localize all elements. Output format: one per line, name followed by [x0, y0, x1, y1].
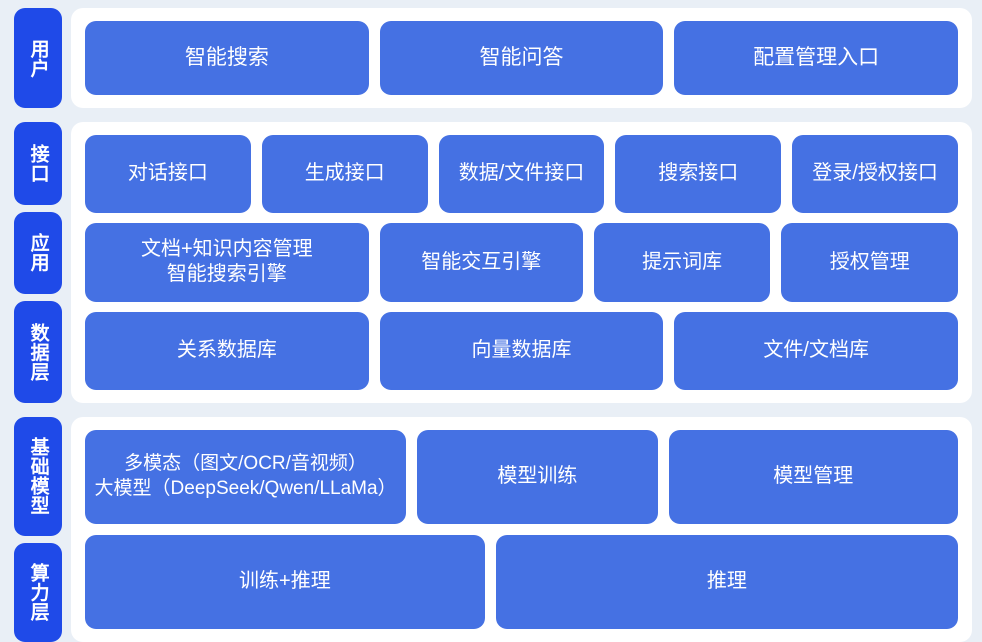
layer-tab-data[interactable]: 数据层: [14, 301, 62, 403]
tab-column-users: 用户: [14, 8, 62, 108]
card-authorization-management[interactable]: 授权管理: [781, 223, 958, 302]
card-vector-database[interactable]: 向量数据库: [379, 311, 664, 390]
card-config-management-entry[interactable]: 配置管理入口: [674, 21, 959, 95]
card-dialog-api[interactable]: 对话接口: [85, 135, 251, 214]
card-multimodal-large-model[interactable]: 多模态（图文/OCR/音视频） 大模型（DeepSeek/Qwen/LLaMa）: [85, 430, 407, 524]
row-interface: 对话接口 生成接口 数据/文件接口 搜索接口 登录/授权接口: [85, 135, 958, 214]
panel-core: 对话接口 生成接口 数据/文件接口 搜索接口 登录/授权接口 文档+知识内容管理…: [71, 122, 972, 403]
card-inference[interactable]: 推理: [495, 535, 958, 629]
layer-tab-application[interactable]: 应用: [14, 211, 62, 294]
card-relational-database[interactable]: 关系数据库: [85, 311, 369, 390]
row-model: 多模态（图文/OCR/音视频） 大模型（DeepSeek/Qwen/LLaMa）…: [85, 430, 958, 524]
row-data: 关系数据库 向量数据库 文件/文档库: [85, 311, 959, 390]
card-smart-interaction-engine[interactable]: 智能交互引擎: [379, 223, 583, 302]
card-training-and-inference[interactable]: 训练+推理: [85, 535, 485, 629]
card-data-file-api[interactable]: 数据/文件接口: [438, 135, 605, 214]
card-file-document-store[interactable]: 文件/文档库: [674, 311, 959, 390]
layer-tab-foundation-model[interactable]: 基础模型: [14, 417, 62, 536]
card-generation-api[interactable]: 生成接口: [261, 135, 428, 214]
section-users: 用户 智能搜索 智能问答 配置管理入口: [14, 8, 972, 108]
card-login-auth-api[interactable]: 登录/授权接口: [792, 135, 958, 214]
card-prompt-library[interactable]: 提示词库: [593, 223, 771, 302]
card-smart-search[interactable]: 智能搜索: [85, 21, 369, 95]
card-model-management[interactable]: 模型管理: [668, 430, 958, 524]
card-search-api[interactable]: 搜索接口: [615, 135, 782, 214]
layer-tab-interface[interactable]: 接口: [14, 122, 62, 205]
card-smart-qa[interactable]: 智能问答: [379, 21, 664, 95]
section-base: 基础模型 算力层 多模态（图文/OCR/音视频） 大模型（DeepSeek/Qw…: [14, 417, 972, 642]
panel-base: 多模态（图文/OCR/音视频） 大模型（DeepSeek/Qwen/LLaMa）…: [71, 417, 972, 642]
section-core: 接口 应用 数据层 对话接口 生成接口 数据/文件接口 搜索接口 登录/授权接口…: [14, 122, 972, 403]
card-model-training[interactable]: 模型训练: [417, 430, 658, 524]
layer-tab-compute[interactable]: 算力层: [14, 542, 62, 642]
row-compute: 训练+推理 推理: [85, 535, 958, 629]
tab-column-core: 接口 应用 数据层: [14, 122, 62, 403]
card-document-knowledge-management[interactable]: 文档+知识内容管理 智能搜索引擎: [85, 223, 369, 302]
tab-column-base: 基础模型 算力层: [14, 417, 62, 642]
row-application: 文档+知识内容管理 智能搜索引擎 智能交互引擎 提示词库 授权管理: [85, 223, 958, 302]
layer-tab-user[interactable]: 用户: [14, 8, 62, 108]
row-user-entries: 智能搜索 智能问答 配置管理入口: [85, 21, 959, 95]
panel-users: 智能搜索 智能问答 配置管理入口: [71, 8, 972, 108]
